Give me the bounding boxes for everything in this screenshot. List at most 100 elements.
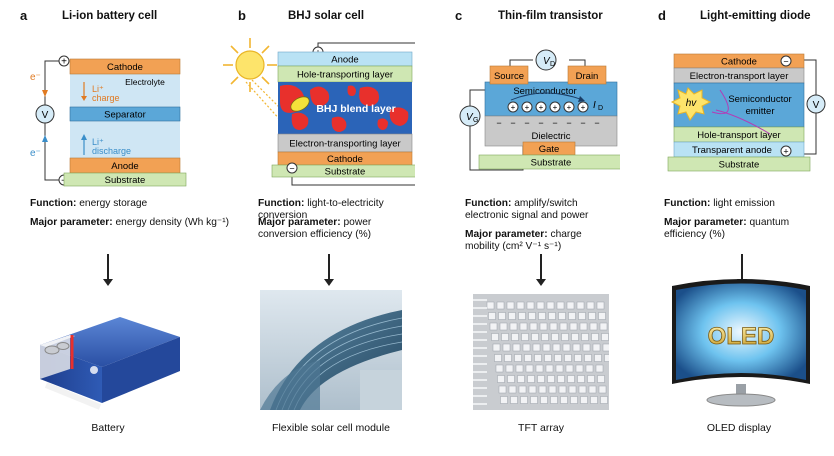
svg-text:Cathode: Cathode [327, 154, 363, 165]
tft-pixel-cell [506, 301, 515, 310]
tft-pixel-cell [572, 343, 581, 352]
tft-diagram: V D V G Source Drain Semiconductor + + +… [459, 49, 620, 171]
function-text: Function: light-to-electricity conversio… [258, 198, 384, 221]
tft-pixel-cell [590, 396, 598, 404]
svg-text:V: V [42, 110, 49, 121]
panel-d: d Light-emitting diode V Cathode − Elect… [620, 0, 834, 456]
substrate-layer [478, 154, 620, 170]
tft-pixel-cell [539, 322, 548, 331]
tft-pixel-cell [538, 385, 547, 394]
svg-text:+: + [783, 147, 788, 157]
tft-pixel-cell [510, 396, 518, 404]
major-parameter-text: Major parameter: quantum efficiency (%) [664, 217, 790, 240]
svg-text:Dielectric: Dielectric [531, 131, 570, 142]
tft-pixel-cell [519, 322, 528, 331]
tft-pixel-cell [560, 396, 568, 404]
tft-pixel-cell [499, 322, 508, 331]
tft-pixel-cell [556, 301, 565, 310]
tft-pixel-cell [530, 396, 538, 404]
panel-title: BHJ solar cell [288, 10, 365, 22]
substrate-layer [667, 156, 811, 172]
tft-pixel-cell [521, 333, 529, 341]
tft-pixel-cell [574, 354, 582, 362]
tft-pixel-cell [507, 375, 515, 383]
tft-pixel-cell [567, 375, 575, 383]
svg-text:Gate: Gate [539, 144, 560, 155]
tft-pixel-cell [548, 312, 556, 320]
tft-pixel-cell [495, 364, 504, 373]
panel-title: Light-emitting diode [700, 10, 811, 22]
tft-pixel-cell [601, 333, 609, 341]
svg-text:Drain: Drain [576, 71, 599, 82]
svg-text:Hole-transporting layer: Hole-transporting layer [297, 70, 393, 81]
caption: Flexible solar cell module [272, 422, 390, 434]
oled-screen-text: OLED [708, 323, 775, 350]
panel-letter: a [20, 8, 28, 23]
tft-pixel-cell [596, 301, 605, 310]
function-text: Function: amplify/switch electronic sign… [465, 198, 589, 221]
svg-text:Substrate: Substrate [719, 160, 760, 171]
svg-text:+: + [539, 103, 544, 112]
caption: Battery [91, 422, 125, 434]
svg-text:V: V [813, 100, 820, 111]
source-electrode [489, 65, 529, 85]
tft-pixel-cell [568, 312, 576, 320]
tft-pixel-cell [568, 385, 577, 394]
tft-pixel-cell [516, 301, 525, 310]
svg-text:BHJ blend layer: BHJ blend layer [316, 103, 395, 115]
svg-text:+: + [525, 103, 530, 112]
tft-pixel-cell [549, 322, 558, 331]
svg-text:hv: hv [686, 98, 698, 109]
panel-letter: d [658, 8, 666, 23]
tft-pixel-cell [488, 312, 496, 320]
separator-layer [69, 106, 181, 122]
tft-pixel-cell [514, 354, 522, 362]
tft-pixel-cell [578, 312, 586, 320]
tft-pixel-cell [540, 396, 548, 404]
oled-display-image: OLED [672, 279, 810, 407]
svg-text:−: − [496, 118, 501, 128]
tft-pixel-cell [562, 343, 571, 352]
tft-pixel-cell [545, 364, 554, 373]
tft-pixel-cell [486, 301, 495, 310]
svg-text:emitter: emitter [745, 106, 774, 117]
tft-pixel-cell [515, 364, 524, 373]
tft-pixel-cell [502, 343, 511, 352]
tft-pixel-cell [498, 312, 506, 320]
svg-text:Li⁺: Li⁺ [92, 137, 104, 147]
svg-text:Source: Source [494, 71, 524, 82]
svg-text:discharge: discharge [92, 146, 131, 156]
tft-pixel-cell [558, 385, 567, 394]
svg-text:charge: charge [92, 93, 120, 103]
tft-pixel-cell [526, 301, 535, 310]
oled-diagram: V Cathode − Electron-transport layer Sem… [667, 53, 826, 172]
svg-text:−: − [552, 118, 557, 128]
battery-image [40, 317, 180, 410]
svg-text:Electron-transport layer: Electron-transport layer [690, 71, 789, 82]
tft-pixel-cell [555, 364, 564, 373]
tft-pixel-cell [570, 396, 578, 404]
solar-module-image [260, 290, 402, 410]
tft-pixel-cell [564, 354, 572, 362]
svg-text:+: + [511, 103, 516, 112]
panel-a: a Li-ion battery cell + − V e⁻ e⁻ Cathod… [0, 0, 229, 456]
svg-text:+: + [567, 103, 572, 112]
function-text: Function: energy storage [30, 198, 148, 209]
svg-text:Li⁺: Li⁺ [92, 84, 104, 94]
tft-pixel-cell [588, 385, 597, 394]
down-arrow-icon [536, 254, 546, 286]
major-parameter-text: Major parameter: charge mobility (cm² V⁻… [465, 229, 582, 252]
tft-pixel-cell [571, 333, 579, 341]
major-parameter-text: Major parameter: power conversion effici… [258, 217, 372, 240]
tft-pixel-cell [587, 375, 595, 383]
tft-pixel-cell [504, 354, 512, 362]
tft-pixel-cell [525, 364, 534, 373]
tft-pixel-cell [581, 333, 589, 341]
panel-title: Li-ion battery cell [62, 10, 158, 22]
voltmeter-icon [806, 94, 826, 114]
svg-text:−: − [289, 164, 294, 174]
svg-text:Anode: Anode [111, 161, 138, 172]
tft-pixel-cell [500, 396, 508, 404]
vg-meter-icon [459, 105, 481, 127]
panel-title: Thin-film transistor [498, 10, 603, 22]
